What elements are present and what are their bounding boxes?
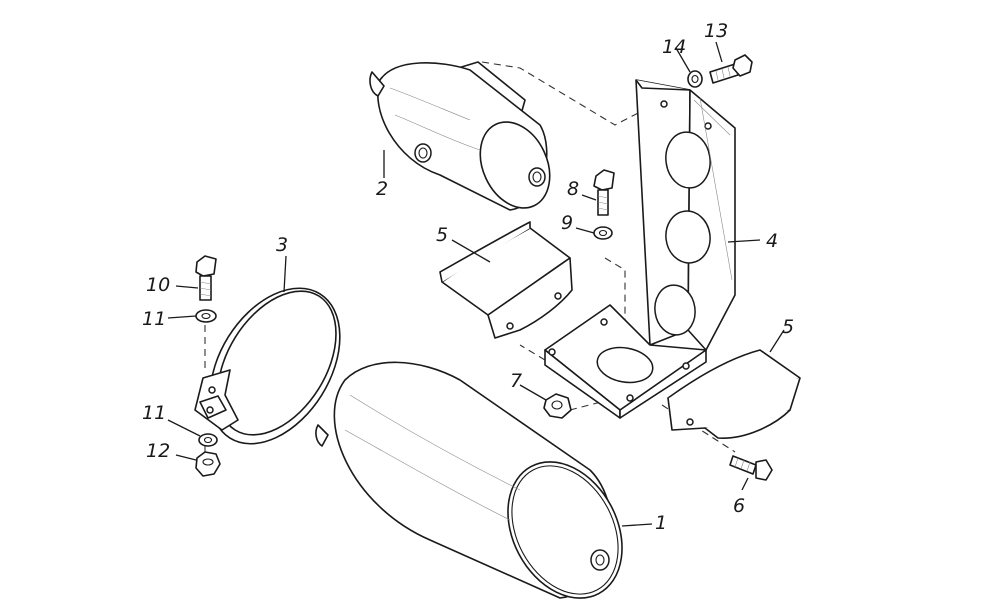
callout-11-lower: 11 [142,402,167,424]
callout-14: 14 [662,36,687,58]
part-12-nut [195,451,221,477]
callout-9: 9 [561,212,574,234]
part-11-washer-upper [195,309,217,323]
part-6-bolt [729,455,773,481]
part-8-bolt [593,169,615,216]
callout-5-left: 5 [436,224,449,246]
part-3-band-clamp [194,287,341,445]
callout-2: 2 [376,178,389,200]
part-2-small-air-tank [369,61,551,211]
callout-10: 10 [146,274,171,296]
callout-3: 3 [276,234,289,256]
leader-lines [167,41,785,527]
part-5-saddle-pad-right [667,349,801,439]
part-5-saddle-pad-left [439,221,573,339]
callout-1: 1 [655,512,668,534]
callout-11-upper: 11 [142,308,167,330]
callout-8: 8 [567,178,580,200]
part-7-nut [543,393,572,419]
part-10-bolt [195,255,217,301]
part-13-bolt [709,54,753,84]
part-1-large-air-tank [315,361,623,599]
part-11-washer-lower [198,433,218,447]
callout-5-right: 5 [782,316,795,338]
part-4-mounting-bracket [544,79,736,419]
callout-12: 12 [146,440,171,462]
callout-6: 6 [733,495,746,517]
callout-13: 13 [704,20,729,42]
callout-4: 4 [766,230,779,252]
callout-7: 7 [510,370,523,392]
part-14-washer [687,70,703,88]
part-9-washer [593,226,613,240]
